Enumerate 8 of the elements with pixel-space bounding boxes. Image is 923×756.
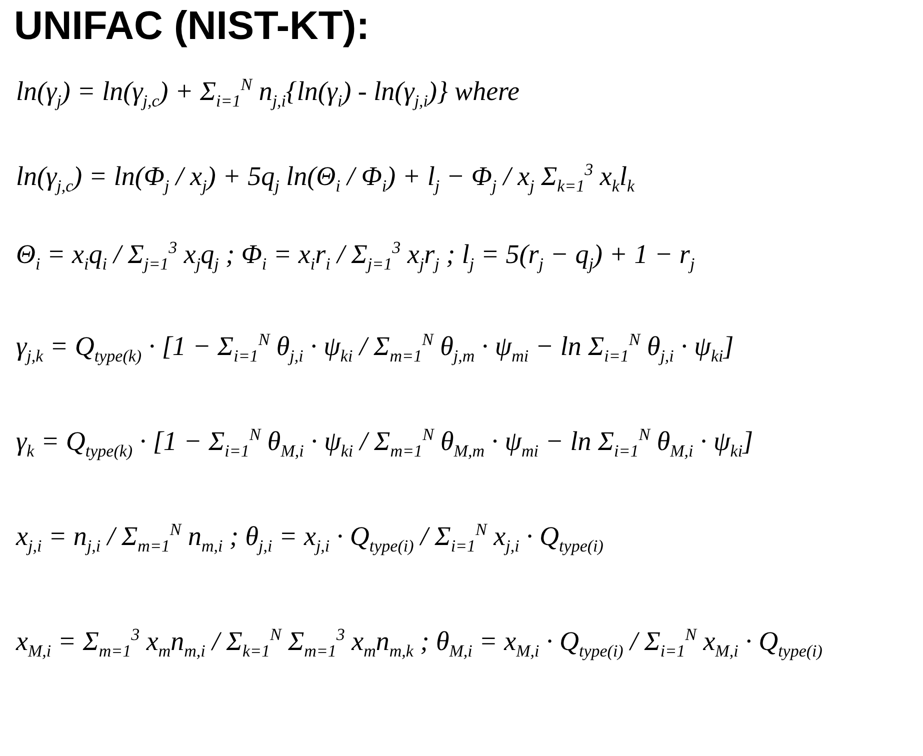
title: UNIFAC (NIST-KT):: [14, 4, 370, 49]
equation: γ$_{k}$ = Q$_{type(k)}$ · [1 − Σ$_{i=1}$$^{N}$ θ$_{M,i}$ · ψ$_{ki}$ / Σ$_{m=1}$$^{N}$ θ$_{M,m}$ · ψ$_{mi}$ − ln Σ$_{i=1}$$^{N}$ θ$_{M,i}$ · ψ$_{ki}$]: [16, 425, 754, 462]
equation: x$_{M,i}$ = Σ$_{m=1}$$^{3}$ x$_{m}$n$_{m,i}$ / Σ$_{k=1}$$^{N}$ Σ$_{m=1}$$^{3}$ x$_{m}$n$_{m,k}$ ; θ$_{M,i}$ = x$_{M,i}$ · Q$_{type(i)}$ / Σ$_{i=1}$$^{N}$ x$_{M,i}$ · Q$_{type(i)}$: [16, 625, 822, 662]
equation: ln(γ$_{j}$) = ln(γ$_{j,c}$) + Σ$_{i=1}$$^{N}$ n$_{j,i}${ln(γ$_{i}$) - ln(γ$_{j,i}$)} where: [16, 75, 520, 112]
equation: Θ$_{i}$ = x$_{i}$q$_{i}$ / Σ$_{j=1}$$^{3}$ x$_{j}$q$_{j}$ ; Φ$_{i}$ = x$_{i}$r$_{i}$ / Σ$_{j=1}$$^{3}$ x$_{j}$r$_{j}$ ; l$_{j}$ = 5(r$_{j}$ − q$_{j}$) + 1 − r$_{j}$: [16, 238, 695, 274]
equation: γ$_{j,k}$ = Q$_{type(k)}$ · [1 − Σ$_{i=1}$$^{N}$ θ$_{j,i}$ · ψ$_{ki}$ / Σ$_{m=1}$$^{N}$ θ$_{j,m}$ · ψ$_{mi}$ − ln Σ$_{i=1}$$^{N}$ θ$_{j,i}$ · ψ$_{ki}$]: [16, 330, 734, 366]
equation: x$_{j,i}$ = n$_{j,i}$ / Σ$_{m=1}$$^{N}$ n$_{m,i}$ ; θ$_{j,i}$ = x$_{j,i}$ · Q$_{type(i)}$ / Σ$_{i=1}$$^{N}$ x$_{j,i}$ · Q$_{type(i)}$: [16, 520, 604, 556]
equation: ln(γ$_{j,c}$) = ln(Φ$_{j}$ / x$_{j}$) + 5q$_{j}$ ln(Θ$_{i}$ / Φ$_{i}$) + l$_{j}$ − Φ$_{j}$ / x$_{j}$ Σ$_{k=1}$$^{3}$ x$_{k}$l$_{k}$: [16, 160, 635, 196]
